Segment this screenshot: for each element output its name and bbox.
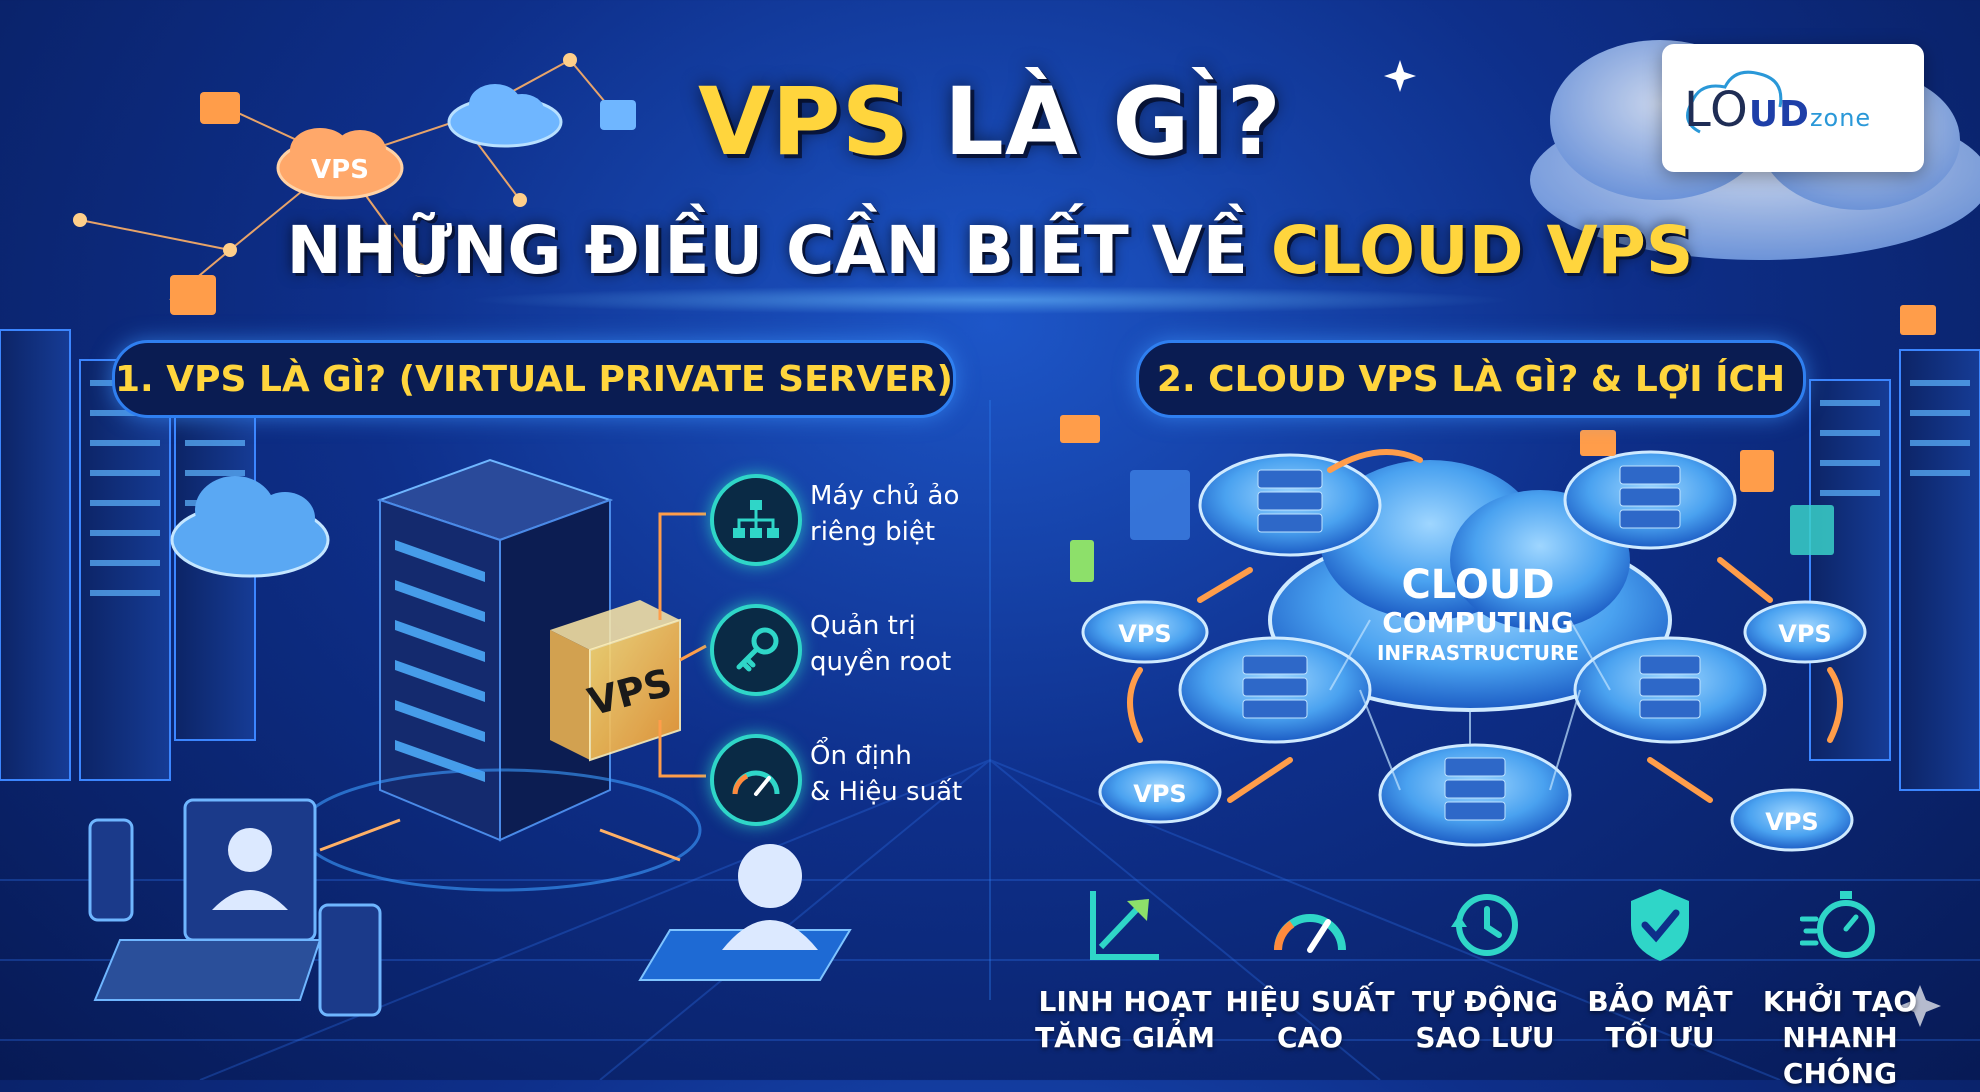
phone-icon <box>88 818 134 922</box>
vps-node-label: VPS <box>1133 780 1186 808</box>
feature-performance: Ổn định & Hiệu suất <box>710 728 970 826</box>
feature-line: Máy chủ ảo <box>810 481 960 511</box>
cloud-caption: INFRASTRUCTURE <box>1377 641 1579 665</box>
vps-node-label: VPS <box>1118 620 1171 648</box>
subtitle: NHỮNG ĐIỀU CẦN BIẾT VỀ CLOUD VPS <box>0 212 1980 289</box>
network-vps-cloud: VPS <box>276 128 404 200</box>
thin-connector-lines <box>1329 619 1611 791</box>
right-server-racks <box>1809 349 1980 791</box>
growth-chart-icon <box>1025 880 1225 970</box>
logo-ud: UD <box>1748 94 1810 135</box>
stopwatch-icon <box>1740 880 1940 970</box>
benefit-line: TỐI ƯU <box>1605 1021 1715 1054</box>
feature-dedicated-server: Máy chủ ảo riêng biệt <box>710 468 970 566</box>
cloudzone-logo: LOUDzone <box>1662 44 1924 172</box>
server-clouds <box>1178 450 1767 847</box>
benefit-line: HIỆU SUẤT <box>1225 985 1395 1018</box>
benefit-line: LINH HOẠT <box>1038 985 1212 1018</box>
feature-line: riêng biệt <box>810 517 936 547</box>
feature-root-access: Quản trị quyền root <box>710 598 970 696</box>
feature-line: quyền root <box>810 647 952 677</box>
vps-node-label: VPS <box>1778 620 1831 648</box>
shield-check-icon <box>1560 880 1760 970</box>
section-heading-vps: 1. VPS LÀ GÌ? (VIRTUAL PRIVATE SERVER) <box>112 340 956 418</box>
cloud-title: CLOUD <box>1401 562 1554 608</box>
vps-node-label: VPS <box>1765 808 1818 836</box>
cloud-subtitle: COMPUTING <box>1382 606 1573 639</box>
feature-line: Quản trị <box>810 611 916 641</box>
benefit-line: TĂNG GIẢM <box>1035 1021 1215 1054</box>
logo-text: LOUDzone <box>1684 82 1871 138</box>
logo-zone: zone <box>1809 104 1872 132</box>
left-cloud-icon <box>170 476 330 578</box>
hierarchy-icon <box>710 474 802 566</box>
benefit-line: SAO LƯU <box>1415 1021 1555 1054</box>
envelope-icons <box>1060 305 1936 582</box>
benefit-line: TỰ ĐỘNG <box>1412 985 1558 1018</box>
benefit-line: BẢO MẬT <box>1587 985 1733 1018</box>
subtitle-highlight: CLOUD VPS <box>1270 212 1694 289</box>
sparkle-icon <box>1384 60 1941 1027</box>
vps-node-clouds: VPS VPS VPS VPS <box>1081 600 1867 852</box>
gauge-icon <box>710 734 802 826</box>
logo-letter-l: L <box>1684 82 1711 138</box>
small-cloud-icon <box>447 84 563 148</box>
feature-line: Ổn định <box>810 741 912 771</box>
tablet-icon <box>318 903 382 1017</box>
section-heading-cloud-vps: 2. CLOUD VPS LÀ GÌ? & LỢI ÍCH <box>1136 340 1806 418</box>
main-title: VPS LÀ GÌ? <box>0 68 1980 177</box>
benefit-line: KHỞI TẠO <box>1762 985 1918 1018</box>
subtitle-start: NHỮNG ĐIỀU CẦN BIẾT VỀ <box>286 212 1271 289</box>
left-server-racks <box>0 329 256 781</box>
cloud-arrows <box>1127 449 1843 803</box>
vps-box: VPS <box>550 600 681 762</box>
network-vps-label: VPS <box>311 155 369 185</box>
benefit-line: NHANH CHÓNG <box>1782 1021 1898 1090</box>
data-flow-arrows <box>319 818 681 862</box>
logo-cloud-icon <box>1686 70 1783 134</box>
backup-clock-icon <box>1385 880 1585 970</box>
title-glow <box>470 286 1510 314</box>
benefit-line: CAO <box>1276 1021 1344 1054</box>
laptop-icon <box>93 798 322 1001</box>
feature-line: & Hiệu suất <box>810 777 963 807</box>
title-highlight: VPS <box>697 68 911 177</box>
user-avatar-icon <box>638 844 852 981</box>
logo-letter-o: O <box>1710 82 1749 138</box>
feature-connectors <box>658 512 707 778</box>
title-rest: LÀ GÌ? <box>910 68 1283 177</box>
central-cloud: CLOUD COMPUTING INFRASTRUCTURE <box>1268 460 1672 712</box>
key-icon <box>710 604 802 696</box>
speedometer-icon <box>1210 880 1410 970</box>
folder-icons <box>170 92 636 315</box>
